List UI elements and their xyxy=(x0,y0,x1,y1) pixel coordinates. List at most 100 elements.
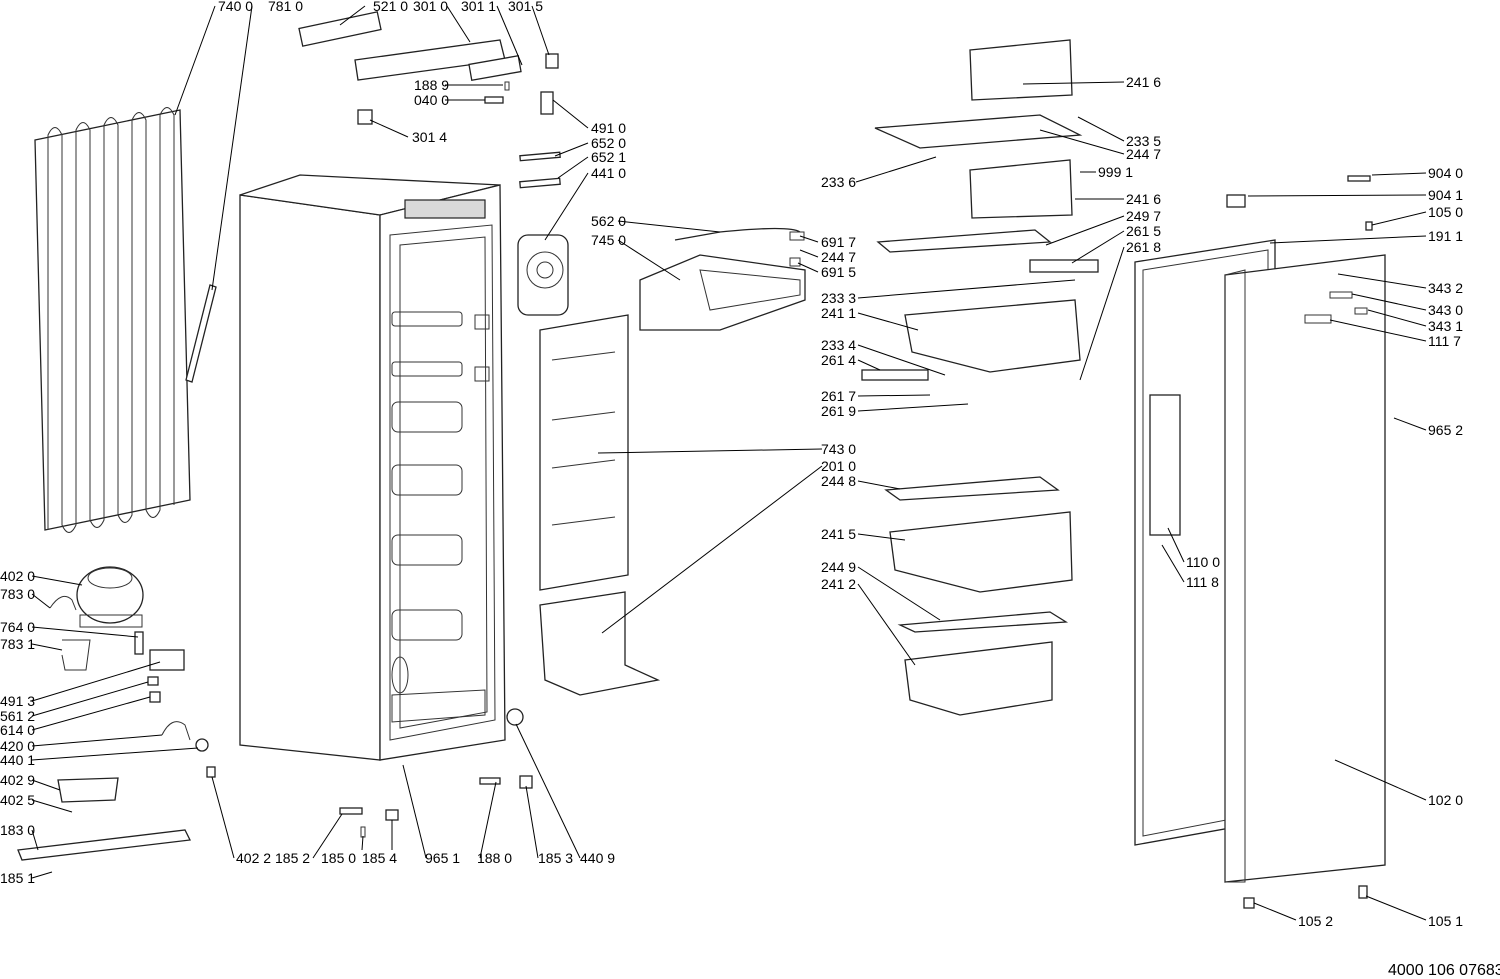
label-188-9: 188 9 xyxy=(414,77,449,93)
control-board xyxy=(298,11,382,47)
condenser-coil xyxy=(34,107,191,533)
label-561-2: 561 2 xyxy=(0,708,35,724)
label-183-0: 183 0 xyxy=(0,822,35,838)
label-783-1: 783 1 xyxy=(0,636,35,652)
label-301-0: 301 0 xyxy=(413,0,448,14)
label-249-7: 249 7 xyxy=(1126,208,1161,224)
label-491-3: 491 3 xyxy=(0,693,35,709)
part-labels: 740 0 781 0 521 0 301 0 301 1 301 5 188 … xyxy=(0,0,1463,929)
label-261-5: 261 5 xyxy=(1126,223,1161,239)
label-241-5: 241 5 xyxy=(821,526,856,542)
label-691-5: 691 5 xyxy=(821,264,856,280)
label-301-1: 301 1 xyxy=(461,0,496,14)
label-185-4: 185 4 xyxy=(362,850,397,866)
label-261-8: 261 8 xyxy=(1126,239,1161,255)
sticker-301-4 xyxy=(357,109,373,125)
relay-614-0 xyxy=(149,691,161,703)
label-201-0: 201 0 xyxy=(821,458,856,474)
label-614-0: 614 0 xyxy=(0,722,35,738)
foot-402-2 xyxy=(206,766,216,778)
label-402-5: 402 5 xyxy=(0,792,35,808)
tube-783-1 xyxy=(61,639,91,671)
screw-188-9 xyxy=(504,81,510,91)
label-402-0: 402 0 xyxy=(0,568,35,584)
shelf-assembly xyxy=(861,39,1099,716)
label-233-3: 233 3 xyxy=(821,290,856,306)
label-261-7: 261 7 xyxy=(821,388,856,404)
label-185-2: 185 2 xyxy=(275,850,310,866)
screw-185-0 xyxy=(360,826,366,838)
label-110-0: 110 0 xyxy=(1186,554,1220,570)
label-261-9: 261 9 xyxy=(821,403,856,419)
label-691-7: 691 7 xyxy=(821,234,856,250)
fan-assembly xyxy=(517,234,569,316)
rear-panel xyxy=(539,314,629,591)
switch-491-0 xyxy=(540,91,554,115)
label-783-0: 783 0 xyxy=(0,586,35,602)
filter-drier xyxy=(134,631,144,655)
label-441-0: 441 0 xyxy=(591,165,626,181)
label-652-0: 652 0 xyxy=(591,135,626,151)
label-764-0: 764 0 xyxy=(0,619,35,635)
label-740-0: 740 0 xyxy=(218,0,253,14)
label-562-0: 562 0 xyxy=(591,213,626,229)
cap-105-0 xyxy=(1365,221,1373,231)
label-343-2: 343 2 xyxy=(1428,280,1463,296)
grommet-440-9 xyxy=(506,708,524,726)
label-244-7-b: 244 7 xyxy=(1126,146,1161,162)
label-652-1: 652 1 xyxy=(591,149,626,165)
label-233-4: 233 4 xyxy=(821,337,856,353)
hinge-188-0 xyxy=(479,777,501,785)
label-241-1: 241 1 xyxy=(821,305,856,321)
compressor xyxy=(76,566,144,628)
label-904-1: 904 1 xyxy=(1428,187,1463,203)
relay-cover xyxy=(149,649,185,671)
evaporator-assembly xyxy=(639,227,806,331)
drip-tray xyxy=(57,777,119,803)
bracket-040-0 xyxy=(484,96,504,104)
label-904-0: 904 0 xyxy=(1428,165,1463,181)
tube-783-0 xyxy=(49,595,77,611)
drain-tube xyxy=(185,284,217,383)
panel-cover xyxy=(545,53,559,69)
door-assembly xyxy=(1134,239,1386,883)
hinge-185-2 xyxy=(339,807,363,815)
label-111-7: 111 7 xyxy=(1428,333,1461,349)
label-965-1: 965 1 xyxy=(425,850,460,866)
label-111-8: 111 8 xyxy=(1186,574,1219,590)
cabinet-body xyxy=(239,174,506,761)
label-999-1: 999 1 xyxy=(1098,164,1133,180)
label-343-1: 343 1 xyxy=(1428,318,1463,334)
label-440-9: 440 9 xyxy=(580,850,615,866)
label-244-9: 244 9 xyxy=(821,559,856,575)
document-number: 4000 106 07683 xyxy=(1388,962,1500,979)
label-261-4: 261 4 xyxy=(821,352,856,368)
label-965-2: 965 2 xyxy=(1428,422,1463,438)
label-521-0: 521 0 xyxy=(373,0,408,14)
label-191-1: 191 1 xyxy=(1428,228,1463,244)
label-241-6-a: 241 6 xyxy=(1126,74,1161,90)
leader-lines xyxy=(31,5,1427,921)
label-743-0: 743 0 xyxy=(821,441,856,457)
label-420-0: 420 0 xyxy=(0,738,35,754)
hinge-904-0 xyxy=(1347,175,1371,182)
label-233-5: 233 5 xyxy=(1126,133,1161,149)
label-745-0: 745 0 xyxy=(591,232,626,248)
label-781-0: 781 0 xyxy=(268,0,303,14)
label-185-3: 185 3 xyxy=(538,850,573,866)
label-301-5: 301 5 xyxy=(508,0,543,14)
grommet-440-1 xyxy=(195,738,209,752)
label-241-6-b: 241 6 xyxy=(1126,191,1161,207)
label-244-7-a: 244 7 xyxy=(821,249,856,265)
label-105-2: 105 2 xyxy=(1298,913,1333,929)
base-plate xyxy=(17,829,191,861)
label-233-6: 233 6 xyxy=(821,174,856,190)
hinge-904-1 xyxy=(1226,194,1246,208)
label-105-0: 105 0 xyxy=(1428,204,1463,220)
sensor-652-1 xyxy=(519,177,561,189)
label-301-4: 301 4 xyxy=(412,129,447,145)
cap-185-4 xyxy=(385,809,399,821)
label-241-2: 241 2 xyxy=(821,576,856,592)
foot-105-2 xyxy=(1243,897,1255,909)
